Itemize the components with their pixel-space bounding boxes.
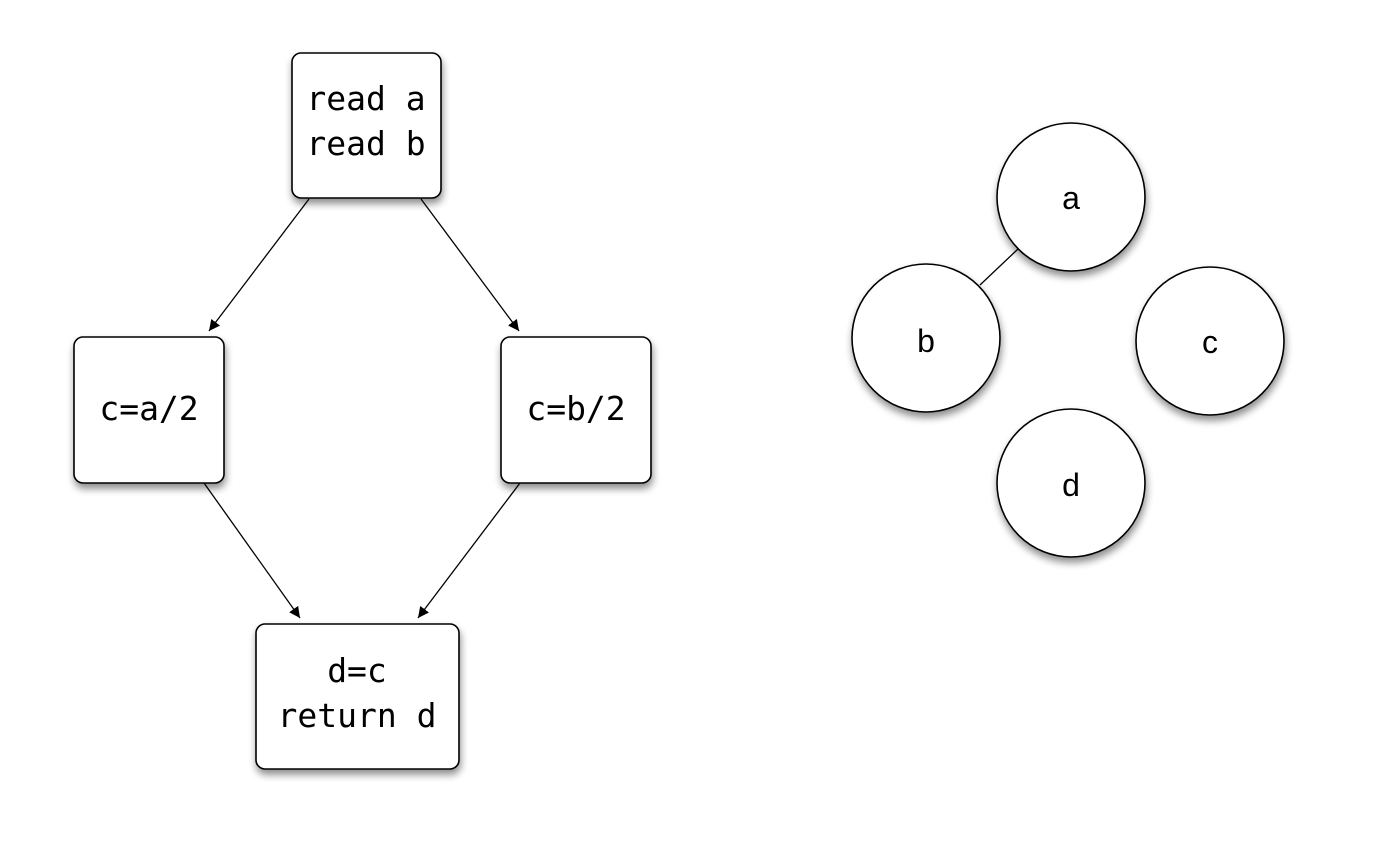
graph-node-a-label: a <box>1062 180 1080 216</box>
edge-left-to-exit <box>203 482 301 619</box>
edge-a-b <box>979 248 1019 286</box>
flow-node-exit: d=c return d <box>255 623 460 770</box>
flow-node-left-line-1: c=a/2 <box>99 389 198 428</box>
flow-node-entry-line-2: read b <box>306 124 425 163</box>
graph-node-c-label: c <box>1202 324 1218 360</box>
edge-right-to-exit <box>417 482 521 619</box>
flow-node-entry-line-1: read a <box>306 79 425 118</box>
graph-node-a: a <box>996 122 1146 272</box>
graph-node-b-label: b <box>917 323 935 359</box>
edge-entry-to-right <box>420 198 520 332</box>
graph-node-c: c <box>1135 266 1285 416</box>
flow-node-right: c=b/2 <box>500 336 652 484</box>
edge-entry-to-left <box>208 198 310 332</box>
flow-node-exit-line-2: return d <box>278 696 437 735</box>
control-flow-graph: read a read b c=a/2 c=b/2 d=c return d <box>73 52 652 770</box>
graph-node-d-label: d <box>1062 467 1080 503</box>
variable-graph: a b c d <box>851 122 1285 558</box>
flow-node-left: c=a/2 <box>73 336 225 484</box>
graph-node-b: b <box>851 263 1001 413</box>
flow-node-entry: read a read b <box>291 52 442 199</box>
flow-node-exit-line-1: d=c <box>327 651 387 690</box>
graph-node-d: d <box>996 408 1146 558</box>
flow-node-right-line-1: c=b/2 <box>526 389 625 428</box>
